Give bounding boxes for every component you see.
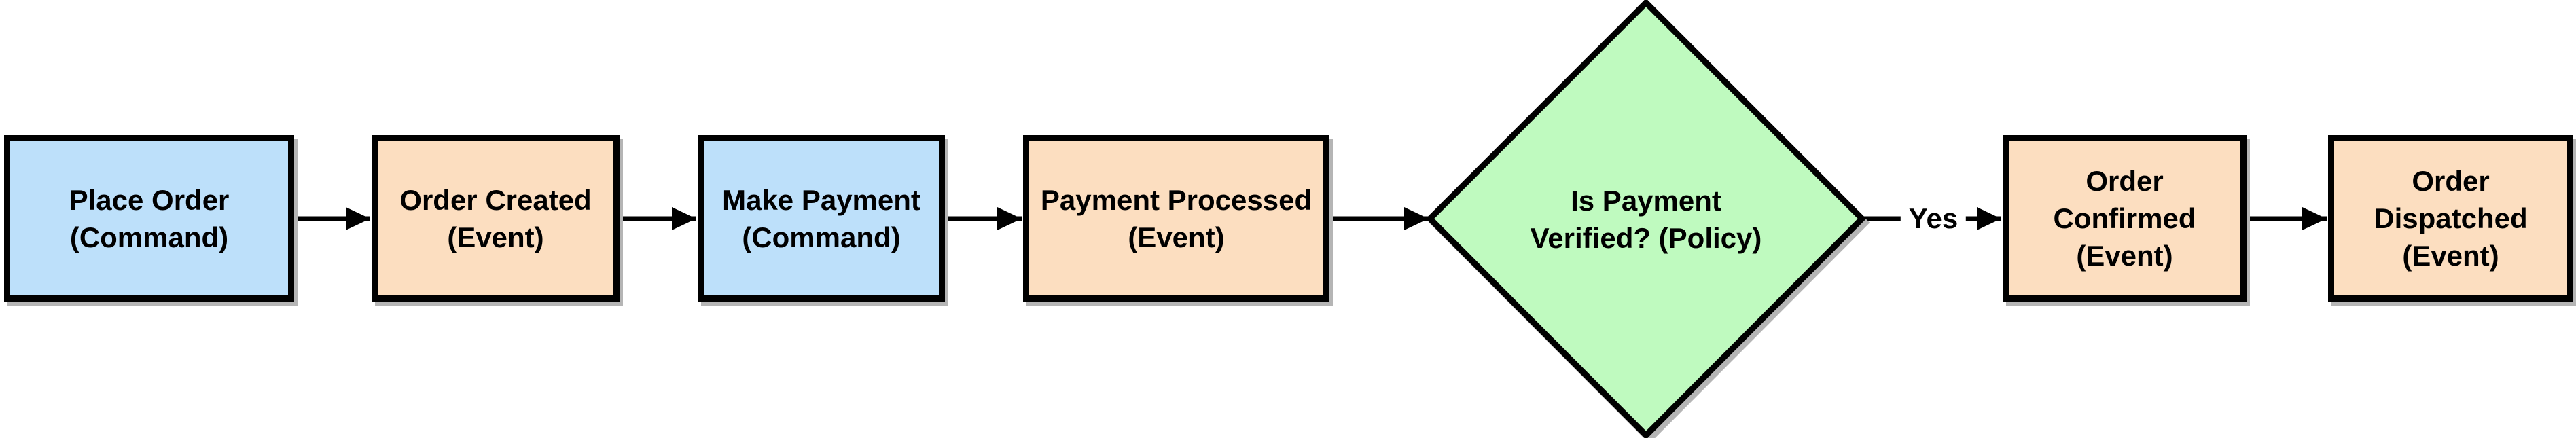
node-label-line: (Event) bbox=[447, 221, 544, 253]
node-label-line: (Event) bbox=[2076, 240, 2173, 272]
node-is-payment-verified bbox=[1425, 0, 1867, 438]
node-label-line: Order Created bbox=[399, 183, 592, 216]
node-label-line: Make Payment bbox=[722, 183, 920, 216]
node-order-created: Order Created (Event) bbox=[372, 135, 620, 302]
node-label-line: (Command) bbox=[742, 221, 901, 253]
node-label-line: Place Order bbox=[69, 183, 230, 216]
edge-label-yes: Yes bbox=[1900, 202, 1967, 236]
node-label-line: (Event) bbox=[1128, 221, 1225, 253]
node-label-line: Confirmed bbox=[2053, 202, 2196, 234]
node-label-line: Dispatched bbox=[2374, 202, 2528, 234]
node-label-line: Order bbox=[2412, 165, 2490, 197]
node-make-payment: Make Payment (Command) bbox=[698, 135, 945, 302]
node-label-line: (Command) bbox=[69, 221, 229, 253]
node-order-dispatched: Order Dispatched (Event) bbox=[2328, 135, 2573, 302]
node-label-line: (Event) bbox=[2402, 240, 2499, 272]
node-place-order: Place Order (Command) bbox=[4, 135, 294, 302]
node-label-line: Payment Processed bbox=[1040, 183, 1312, 216]
node-label-line: Order bbox=[2086, 165, 2164, 197]
node-payment-processed: Payment Processed (Event) bbox=[1023, 135, 1329, 302]
node-order-confirmed: Order Confirmed (Event) bbox=[2003, 135, 2247, 302]
